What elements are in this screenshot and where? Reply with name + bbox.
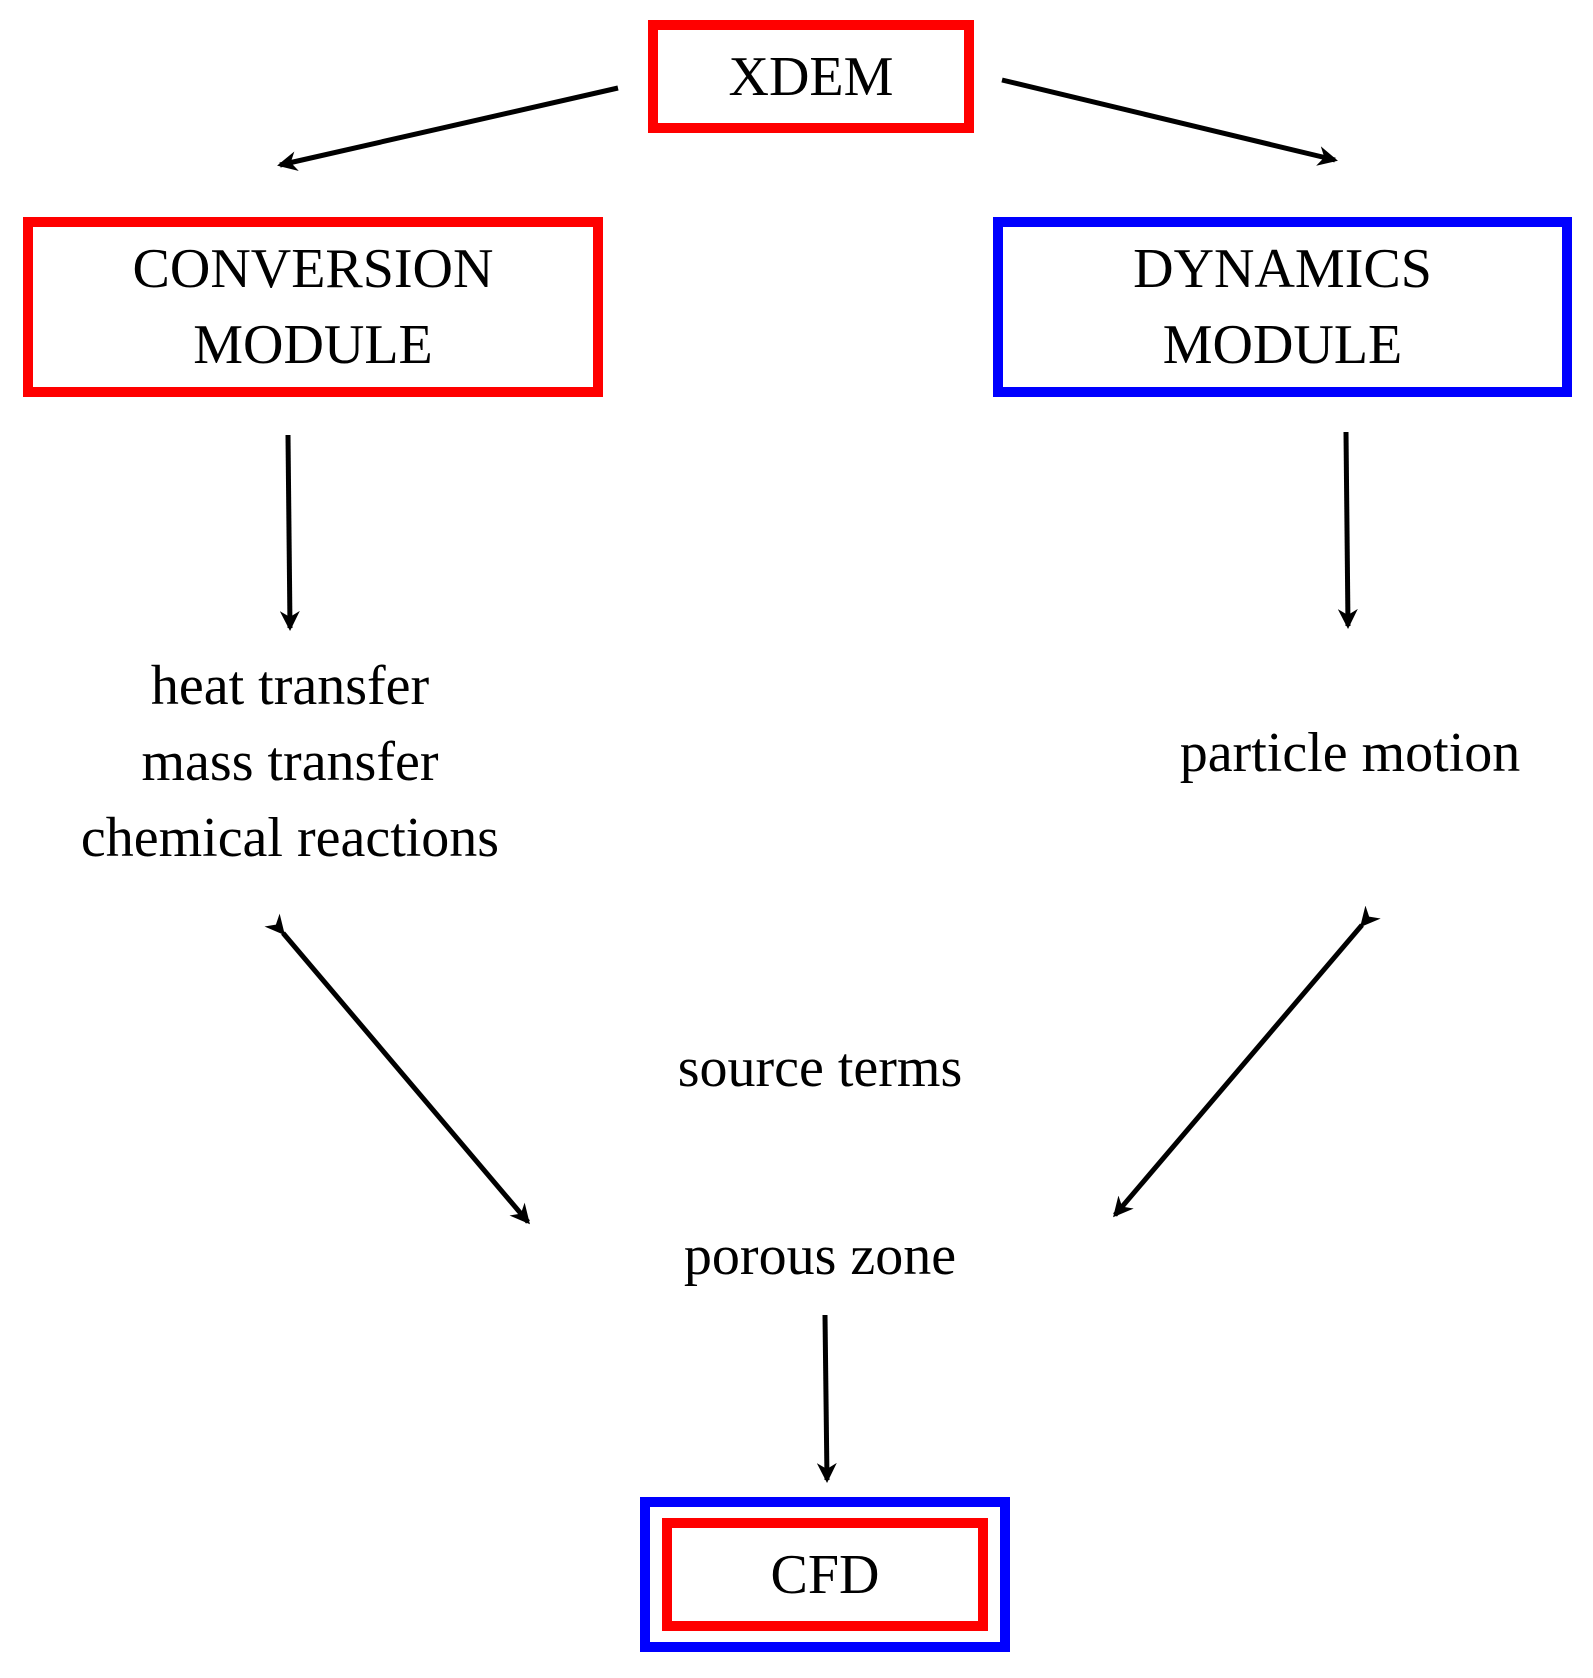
mass-transfer-label: mass transfer (141, 731, 439, 793)
conversion-label-line-2: MODULE (193, 314, 433, 376)
arrow-particle-motion-exchange (1113, 905, 1381, 1218)
xdem-label: XDEM (728, 45, 894, 108)
conversion-outputs-text: heat transfer mass transfer chemical rea… (30, 648, 550, 876)
heat-transfer-label: heat transfer (150, 655, 430, 717)
chemical-reactions-label: chemical reactions (80, 807, 500, 869)
arrow-porous-zone-to-cfd (816, 1314, 837, 1483)
arrow-conversion-to-outputs (279, 434, 300, 631)
dynamics-label-line-2: MODULE (1162, 314, 1403, 376)
cfd-outer-frame: CFD (640, 1497, 1010, 1652)
porous-zone-label: porous zone (683, 1225, 957, 1287)
cfd-label: CFD (770, 1543, 880, 1606)
source-terms-label: source terms (677, 1037, 963, 1099)
conversion-module-node: CONVERSION MODULE (23, 217, 603, 397)
cfd-node: CFD (662, 1518, 988, 1631)
arrow-conversion-outputs-exchange (264, 913, 530, 1225)
particle-motion-label: particle motion (1179, 722, 1521, 784)
arrow-dynamics-to-particle-motion (1337, 431, 1358, 629)
dynamics-label-line-1: DYNAMICS (1133, 238, 1432, 300)
dynamics-module-node: DYNAMICS MODULE (993, 217, 1572, 397)
conversion-label-line-1: CONVERSION (132, 238, 494, 300)
arrow-xdem-to-conversion (277, 85, 619, 171)
arrow-xdem-to-dynamics (1001, 77, 1338, 166)
xdem-node: XDEM (648, 20, 974, 133)
